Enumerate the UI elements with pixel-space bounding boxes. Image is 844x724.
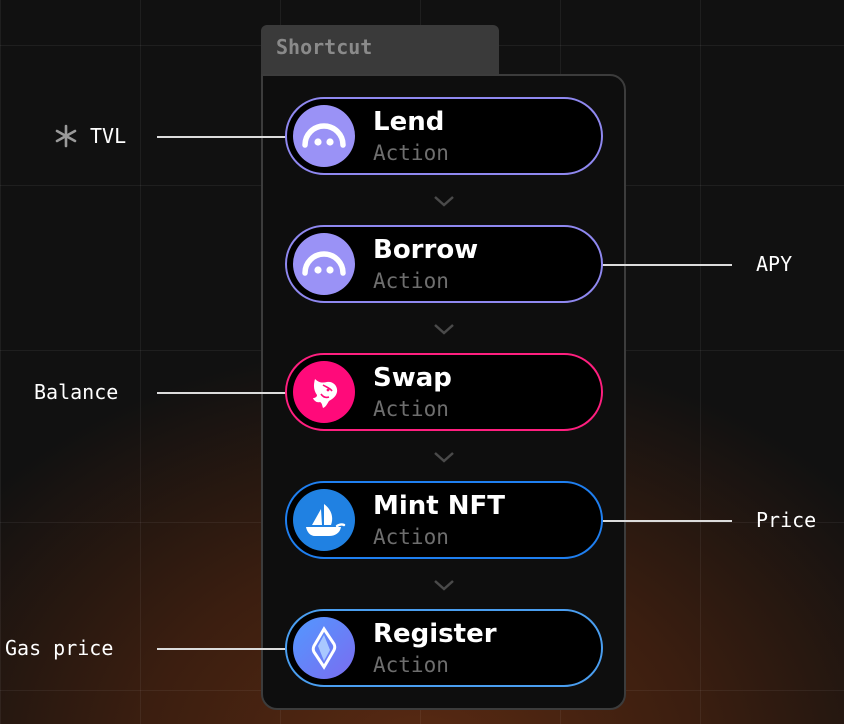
- step-subtitle: Action: [373, 269, 449, 293]
- step-card-register[interactable]: Register Action: [285, 609, 603, 687]
- step-card-mint-nft[interactable]: Mint NFT Action: [285, 481, 603, 559]
- step-title: Lend: [373, 107, 445, 137]
- tvl-connector: [157, 136, 287, 138]
- asterisk-icon: [54, 124, 78, 148]
- step-title: Swap: [373, 363, 452, 393]
- balance-label: Balance: [34, 380, 119, 404]
- apy-label: APY: [756, 252, 793, 276]
- step-subtitle: Action: [373, 141, 449, 165]
- chevron-down-icon: [434, 324, 454, 335]
- step-card-borrow[interactable]: Borrow Action: [285, 225, 603, 303]
- price-connector: [602, 520, 732, 522]
- price-label: Price: [756, 508, 817, 532]
- gas-price-label: Gas price: [5, 636, 114, 660]
- morpho-icon: [293, 105, 355, 167]
- chevron-down-icon: [434, 580, 454, 591]
- gas-price-connector: [157, 648, 287, 650]
- step-subtitle: Action: [373, 525, 449, 549]
- step-subtitle: Action: [373, 653, 449, 677]
- step-title: Register: [373, 619, 497, 649]
- tvl-label: TVL: [90, 124, 127, 148]
- chevron-down-icon: [434, 196, 454, 207]
- opensea-ship-icon: [293, 489, 355, 551]
- apy-connector: [602, 264, 732, 266]
- uniswap-unicorn-icon: [293, 361, 355, 423]
- morpho-icon: [293, 233, 355, 295]
- step-card-lend[interactable]: Lend Action: [285, 97, 603, 175]
- step-title: Borrow: [373, 235, 479, 265]
- balance-connector: [157, 392, 287, 394]
- chevron-down-icon: [434, 452, 454, 463]
- shortcut-tab[interactable]: Shortcut: [261, 25, 499, 77]
- step-card-swap[interactable]: Swap Action: [285, 353, 603, 431]
- ens-icon: [293, 617, 355, 679]
- step-subtitle: Action: [373, 397, 449, 421]
- step-title: Mint NFT: [373, 491, 506, 521]
